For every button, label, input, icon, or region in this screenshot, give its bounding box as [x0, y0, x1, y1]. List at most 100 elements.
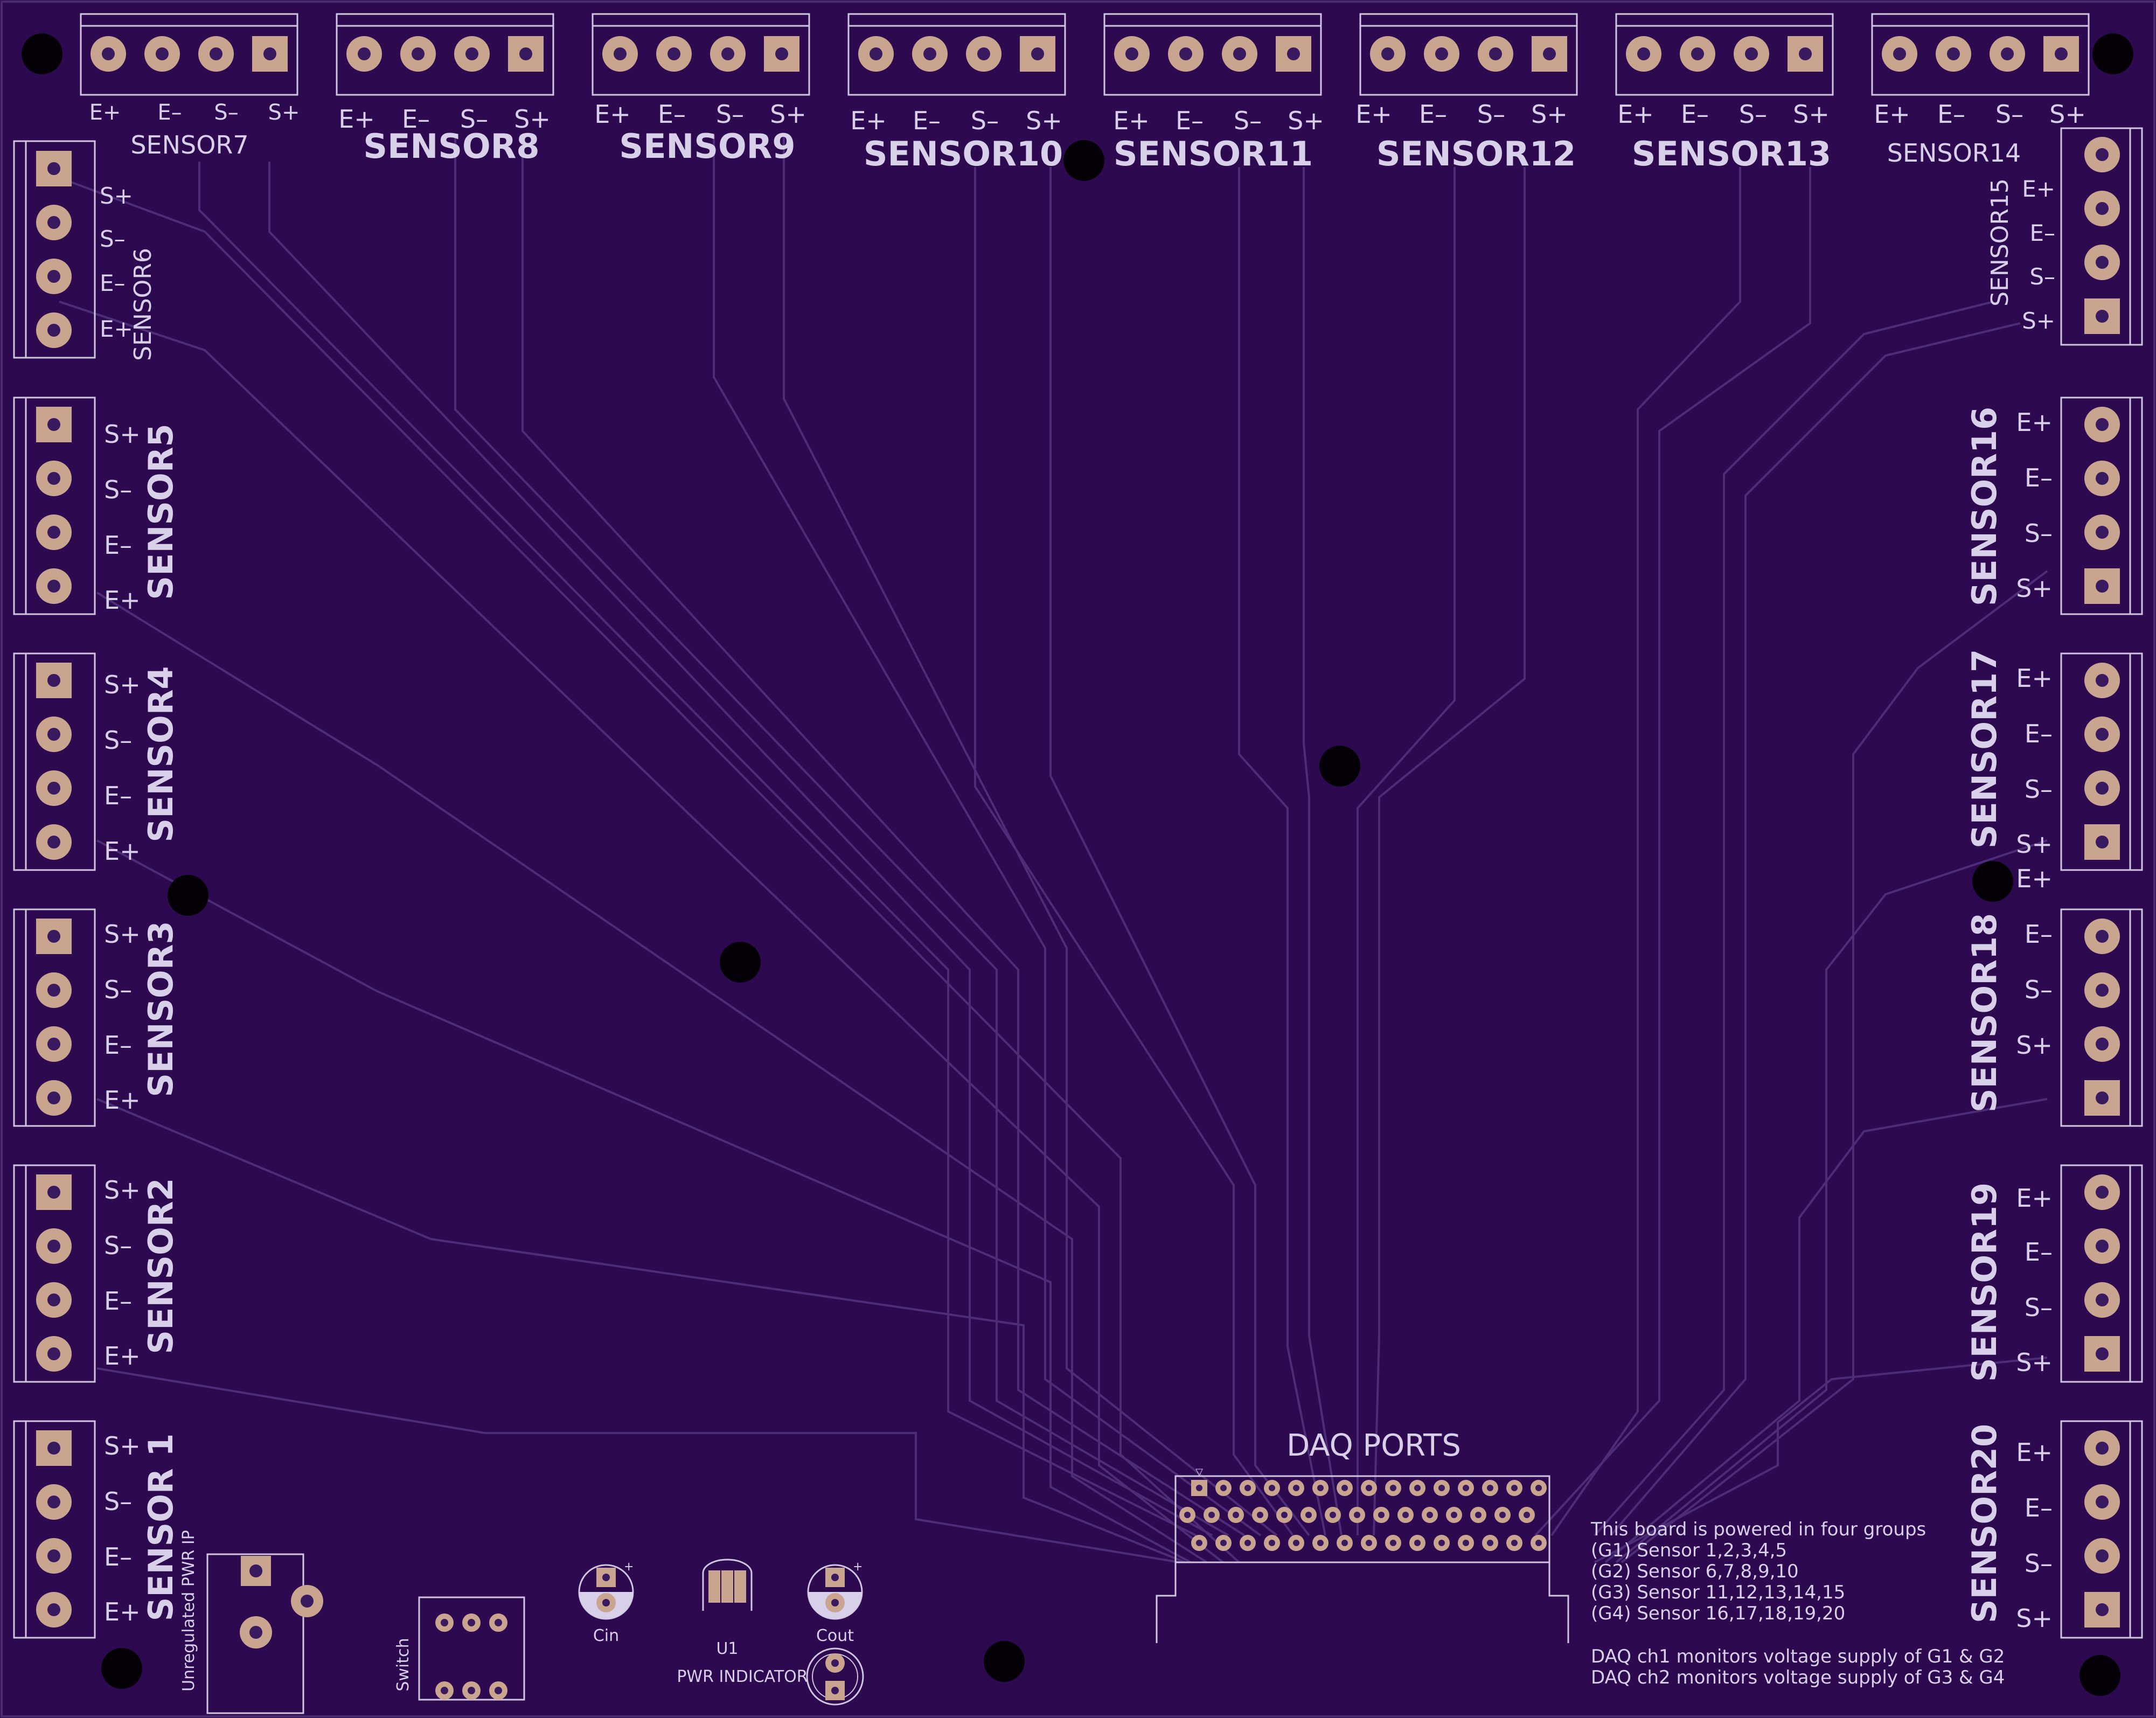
connector-outline	[1103, 13, 1322, 96]
pad-hole	[2096, 782, 2109, 795]
pin-label: E+	[89, 100, 121, 125]
pad-hole	[1637, 47, 1650, 60]
power-indicator-led: PWR INDICATOR	[677, 1647, 864, 1706]
pad-hole	[2096, 1186, 2109, 1199]
pin-label: S+	[1531, 100, 1568, 129]
connector-label: SENSOR 1	[141, 1434, 180, 1622]
pin-label: S–	[2025, 775, 2053, 804]
pad-hole	[831, 1599, 839, 1606]
daq-pin-hole	[1463, 1485, 1469, 1491]
pad-hole	[1745, 47, 1758, 60]
pin-label: S–	[460, 105, 488, 134]
pin-label: S–	[104, 1487, 132, 1516]
copper-trace	[1610, 322, 2021, 1536]
daq-pin-hole	[1463, 1540, 1469, 1546]
pin-label: S–	[1477, 100, 1505, 129]
pin-label: S–	[1739, 100, 1767, 129]
pin-label: S+	[104, 420, 141, 449]
pin-label: E–	[2025, 1237, 2053, 1267]
pin-label: E–	[1419, 100, 1447, 129]
pin-label: E–	[2025, 920, 2053, 949]
copper-trace	[521, 135, 1246, 1536]
connector-label: SENSOR10	[864, 134, 1063, 173]
pad-hole	[519, 47, 532, 60]
pad-square	[721, 1570, 733, 1603]
daq-pin-hole	[1244, 1485, 1251, 1491]
pad-hole	[249, 1626, 262, 1639]
power-input-jack: Unregulated PWR IP	[179, 1530, 323, 1714]
daq-pin-hole	[1317, 1485, 1324, 1491]
connector-outline	[2060, 397, 2143, 615]
plus-icon: +	[853, 1560, 863, 1574]
sensor-connector: S+ S– E– E+ SENSOR 1	[13, 1420, 180, 1639]
sensor-connector: E+ E– S– S+ SENSOR10	[847, 13, 1066, 173]
connector-label: SENSOR20	[1965, 1424, 2004, 1623]
daq-pin-hole	[1402, 1512, 1409, 1518]
daq-pin-hole	[1366, 1540, 1372, 1546]
sensor-connector: S+ S– E– E+ SENSOR6	[13, 140, 157, 361]
pad-hole	[495, 1687, 502, 1694]
note-line: (G1) Sensor 1,2,3,4,5	[1591, 1540, 1787, 1561]
copper-trace	[96, 592, 1208, 1563]
pad-hole	[47, 1038, 60, 1051]
jack-outline	[206, 1553, 304, 1714]
mounting-hole	[1319, 746, 1360, 787]
connector-outline	[336, 13, 554, 96]
pad-hole	[47, 1186, 60, 1199]
daq-pin-hole	[1305, 1512, 1312, 1518]
pin1-marker-icon: ▽	[1195, 1466, 1203, 1478]
mounting-hole	[2080, 1655, 2120, 1696]
pin-label: S–	[104, 726, 132, 755]
top-connector-row: E+ E– S– S+ SENSOR7 E+ E– S– S+ SENSOR8	[80, 13, 2090, 173]
mounting-hole	[1972, 861, 2013, 902]
pin-label: S+	[2016, 574, 2053, 603]
pad-hole	[2096, 1240, 2109, 1253]
daq-pin-hole	[1220, 1485, 1227, 1491]
pad-hole	[47, 270, 60, 283]
sensor-connector: E+ E– S– S+ SENSOR19	[1965, 1164, 2143, 1383]
pad-hole	[156, 47, 169, 60]
pad-hole	[602, 1599, 610, 1606]
pad-hole	[47, 526, 60, 539]
pad-hole	[47, 1549, 60, 1562]
pad-hole	[2096, 526, 2109, 539]
pin-label: S+	[2049, 100, 2086, 129]
pad-hole	[1543, 47, 1556, 60]
copper-trace	[96, 1367, 1180, 1563]
pin-label: E–	[402, 105, 430, 134]
pad-hole	[441, 1619, 448, 1626]
voltage-regulator: U1	[702, 1559, 753, 1658]
pad-hole	[2096, 418, 2109, 431]
daq-pin-hole	[1257, 1512, 1263, 1518]
sensor-connector: E+ E– S– S+ SENSOR14	[1871, 13, 2090, 168]
trace-layer	[59, 135, 2048, 1563]
switch-outline	[418, 1596, 525, 1701]
pad-hole	[775, 47, 788, 60]
pad-hole	[1179, 47, 1192, 60]
pin-label: E+	[104, 1597, 141, 1626]
daq-pin-hole	[1524, 1512, 1530, 1518]
pin-label: E+	[100, 316, 133, 342]
pad-hole	[47, 984, 60, 997]
pad-hole	[2096, 580, 2109, 593]
pin-label: E+	[2022, 176, 2055, 202]
connector-label: SENSOR3	[141, 921, 180, 1097]
daq-pin-hole	[1281, 1512, 1288, 1518]
pin-label: E–	[157, 100, 182, 125]
pin-label: E+	[104, 837, 141, 866]
pad-hole	[47, 418, 60, 431]
connector-outline	[1615, 13, 1834, 96]
copper-trace	[1550, 167, 1741, 1536]
note-line: DAQ ch1 monitors voltage supply of G1 & …	[1591, 1646, 2005, 1667]
pin-label: E–	[2025, 1493, 2053, 1522]
daq-pin-hole	[1487, 1485, 1493, 1491]
sensor-connector: E+ E– S– S+ SENSOR11	[1103, 13, 1324, 173]
pad-hole	[2096, 1496, 2109, 1508]
daq-pin-hole	[1438, 1540, 1445, 1546]
pad-hole	[2096, 984, 2109, 997]
connector-outline	[80, 13, 298, 96]
sensor-connector: E+ E– S– S+ SENSOR17	[1965, 649, 2143, 871]
pad-hole	[468, 1619, 475, 1626]
pin-label: S+	[100, 183, 133, 209]
